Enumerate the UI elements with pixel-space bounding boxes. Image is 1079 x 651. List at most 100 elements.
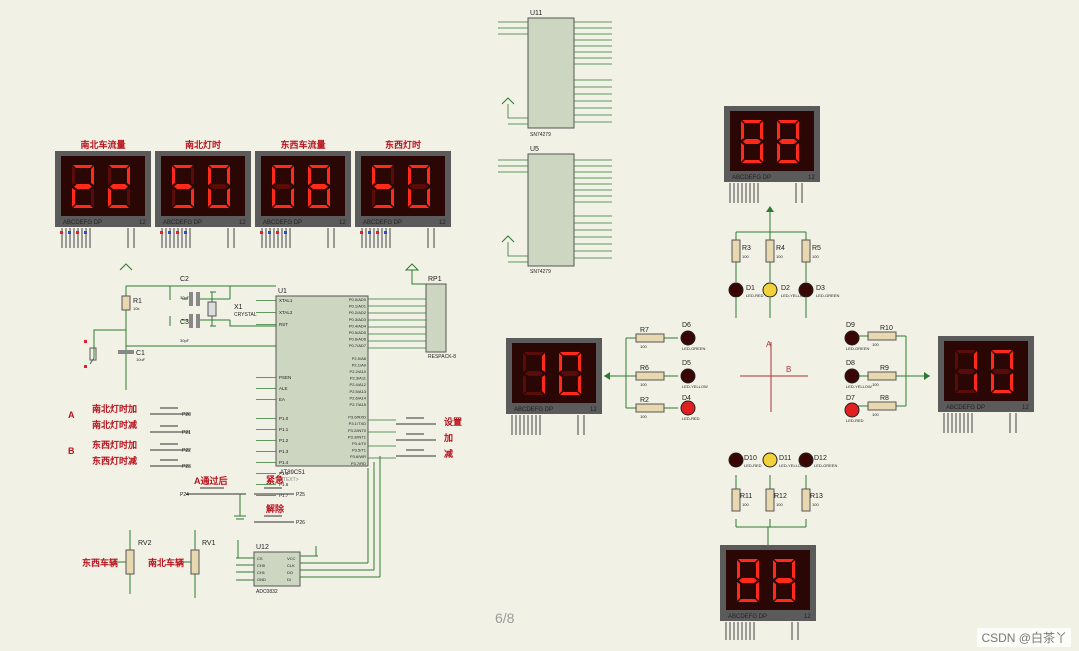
- button-label: 东西灯时减: [92, 455, 137, 466]
- display-digit-caption: 12: [239, 220, 246, 226]
- pin: VCC: [287, 556, 296, 561]
- u1-pin-label: PSEN: [279, 375, 291, 380]
- seven-seg-digit: [208, 165, 230, 208]
- u1-pin-label: P0.6/AD6: [349, 337, 367, 342]
- c3-label: C3: [180, 319, 189, 326]
- button-ew-inc[interactable]: 东西灯时加 P22: [92, 439, 191, 454]
- chip-u12: U12 ADC0832 CS CH0 CH1 GND VCC CLK DO DI: [236, 456, 381, 595]
- rv1-caption: 南北车辆: [148, 557, 184, 568]
- led-part: LED-GREEN: [816, 293, 839, 298]
- chip-u11-name: U11: [530, 10, 542, 17]
- u1-pin-label: RST: [279, 322, 288, 327]
- seven-seg-digit: [955, 350, 977, 393]
- u1-pin-label: P0.1/AD1: [349, 304, 367, 309]
- chip-u5-part: SN74279: [530, 269, 551, 275]
- seven-seg-digit: [108, 165, 130, 208]
- seven-seg-digit: [559, 352, 581, 395]
- rv2[interactable]: RV2 东西车辆: [82, 530, 152, 594]
- chip-u1-name: U1: [278, 288, 287, 295]
- dec-label: 减: [444, 448, 453, 459]
- button-ew-dec[interactable]: 东西灯时减 P23: [92, 455, 191, 470]
- rv2-caption: 东西车辆: [82, 557, 118, 568]
- led-part: LED-YELLOW: [846, 384, 872, 389]
- resistor-value: 100: [812, 502, 819, 507]
- resistor-label: R10: [880, 325, 893, 332]
- seven-seg-digit: [172, 165, 194, 208]
- led-label: D2: [781, 285, 790, 292]
- button-label: A通过后: [194, 475, 228, 486]
- south-signal: D10 D11 D12 LED-RED LED-YELLOW LED-GREEN…: [728, 452, 837, 512]
- button-emergency[interactable]: 紧急 P25: [254, 474, 305, 498]
- u1-pin-label: P3.2/INT0: [348, 428, 367, 433]
- resistor-value: 100: [640, 344, 647, 349]
- button-label: 南北灯时加: [92, 403, 137, 414]
- watermark: CSDN @白茶丫: [977, 628, 1071, 647]
- resistor-value: 100: [776, 254, 783, 259]
- display-caption: ABCDEFG DP: [163, 220, 202, 226]
- rv1-label: RV1: [202, 540, 216, 547]
- button-label: 解除: [266, 503, 285, 514]
- passives-left: R1 10k C2 30pF C3 30pF X1 CRYSTAL C1 10u…: [84, 276, 257, 368]
- label-b: B: [786, 365, 791, 374]
- button-release[interactable]: 解除 P26: [254, 503, 305, 526]
- button-set[interactable]: [396, 417, 436, 425]
- u1-pin-label: P3.6/WR: [350, 454, 366, 459]
- seven-seg-digit: [523, 352, 545, 395]
- seven-seg-digit: [272, 165, 294, 208]
- oscillator-circuit: [89, 263, 276, 390]
- button-ns-dec[interactable]: 南北灯时减 P21: [92, 419, 191, 436]
- display-caption: ABCDEFG DP: [363, 220, 402, 226]
- led-part: LED-GREEN: [682, 346, 705, 351]
- u1-pin-label: P1.4: [279, 460, 289, 465]
- led-label: D3: [816, 285, 825, 292]
- x1-label: X1: [234, 304, 243, 311]
- u1-pin-label: P2.0/A8: [352, 356, 367, 361]
- resistor-label: R8: [880, 395, 889, 402]
- led-part: LED-YELLOW: [779, 463, 805, 468]
- north-signal: R3 R4 R5 100 100 100 D1 D2 D3 LED-RED LE…: [728, 239, 839, 298]
- led-label: D11: [779, 455, 791, 462]
- inc-label: 加: [443, 432, 453, 443]
- seven-seg-digit: [737, 559, 759, 602]
- pin: CLK: [287, 563, 295, 568]
- button-ns-inc[interactable]: 南北灯时加 P20: [92, 403, 191, 418]
- led-part: LED-RED: [744, 463, 762, 468]
- u1-pin-label: P0.0/AD0: [349, 297, 367, 302]
- pin: DI: [287, 577, 291, 582]
- resistor-label: R3: [742, 245, 751, 252]
- resistor-value: 100: [812, 254, 819, 259]
- led-label: D12: [814, 455, 827, 462]
- led-part: LED-RED: [746, 293, 764, 298]
- u1-pin-label: P1.6: [279, 482, 289, 487]
- c1-label: C1: [136, 350, 145, 357]
- led-label: D4: [682, 395, 691, 402]
- left-display-group: ABCDEFG DP 12 南北车流量 ABCDEFG DP 12 南北灯时 A…: [55, 139, 451, 248]
- c2-value: 30pF: [180, 295, 190, 300]
- display-caption: ABCDEFG DP: [63, 220, 102, 226]
- chip-u12-name: U12: [256, 544, 269, 551]
- u1-pin-label: P3.3/INT1: [348, 434, 367, 439]
- led-part: LED-RED: [682, 416, 700, 421]
- resistor-label: R6: [640, 365, 649, 372]
- display-ns-time: ABCDEFG DP 12 南北灯时: [155, 139, 251, 227]
- resistor-value: 100: [872, 382, 879, 387]
- seven-seg-digit: [741, 120, 763, 163]
- button-dec[interactable]: [396, 449, 436, 457]
- u1-pin-label: P2.3/A11: [350, 376, 367, 381]
- rv1[interactable]: RV1 南北车辆: [148, 530, 216, 598]
- c1-value: 10uF: [136, 357, 146, 362]
- display-label: 南北灯时: [185, 139, 221, 150]
- button-a-pass[interactable]: A通过后 P24: [180, 475, 246, 498]
- chip-u12-part: ADC0832: [256, 589, 278, 595]
- seven-seg-digit: [777, 120, 799, 163]
- display-label: 南北车流量: [80, 139, 125, 150]
- led-label: D8: [846, 360, 855, 367]
- u1-pin-label: P3.7/RD: [351, 461, 366, 466]
- pin: CH1: [257, 570, 266, 575]
- resistor-label: R7: [640, 327, 649, 334]
- button-inc[interactable]: [396, 433, 436, 441]
- display-label: 东西灯时: [385, 139, 421, 150]
- led-label: D6: [682, 322, 691, 329]
- u1-pin-label: XTAL2: [279, 310, 293, 315]
